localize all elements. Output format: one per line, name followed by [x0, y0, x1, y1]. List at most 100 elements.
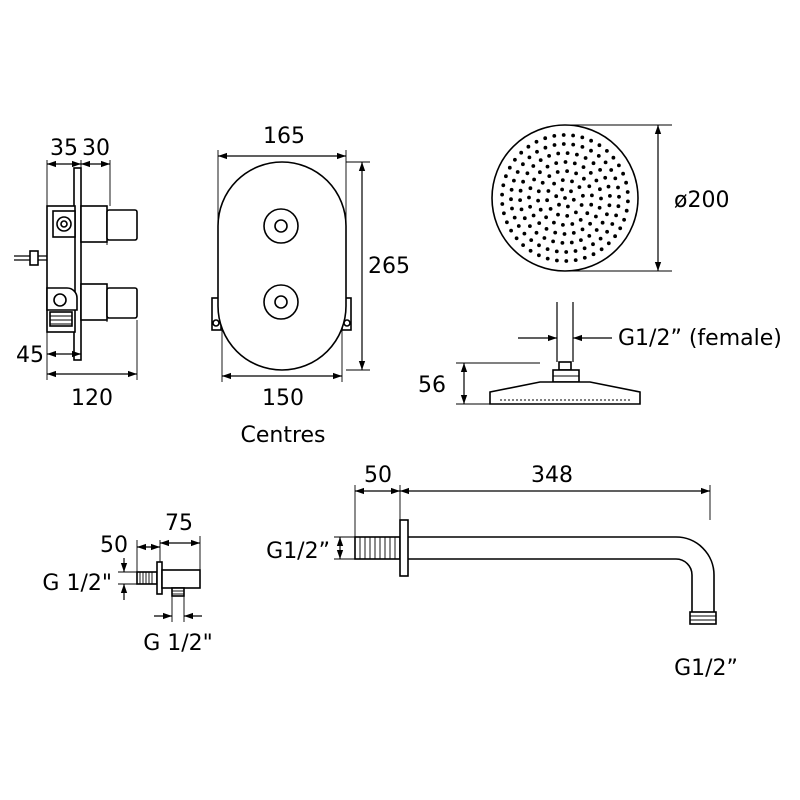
nozzle-dot [587, 234, 592, 238]
nozzle-dot [598, 236, 603, 241]
nozzle-dot [538, 207, 543, 212]
nozzle-dot [600, 220, 605, 225]
nozzle-dot [512, 178, 516, 183]
nozzle-dot [500, 202, 505, 206]
nozzle-dot [581, 193, 585, 198]
nozzle-dot [552, 181, 556, 186]
nozzle-dot [555, 170, 560, 174]
nozzle-dot [519, 207, 524, 212]
shower-head-plan-view: ø200 [491, 124, 729, 272]
nozzle-dot [605, 149, 609, 153]
nozzle-dot [580, 135, 585, 140]
nozzle-dot [536, 189, 541, 194]
nozzle-dot [515, 170, 520, 174]
nozzle-dot [509, 228, 513, 233]
nozzle-dot [563, 196, 567, 200]
shower-arm-inlet-thread-label: G1/2” [266, 539, 330, 564]
nozzle-dot [544, 227, 549, 231]
nozzle-dot [579, 238, 583, 243]
nozzle-dot [613, 234, 617, 239]
nozzle-dot [521, 162, 525, 167]
nozzle-dot [589, 148, 593, 153]
nozzle-dot [588, 171, 593, 175]
nozzle-dot [554, 249, 559, 254]
nozzle-dot [611, 155, 616, 160]
nozzle-dot [531, 164, 536, 168]
nozzle-dot [538, 170, 542, 175]
nozzle-dot [624, 180, 628, 185]
nozzle-dot [521, 179, 525, 184]
nozzle-dot [581, 165, 586, 170]
nozzle-dot [591, 252, 596, 257]
nozzle-dot [605, 212, 609, 217]
nozzle-dot [552, 220, 556, 225]
nozzle-dot [571, 142, 576, 147]
nozzle-dot [502, 211, 506, 216]
shower-head-thread-label: G1/2” (female) [618, 326, 782, 351]
wall-outlet-width-75-label: 75 [165, 511, 193, 536]
nozzle-dot [574, 171, 578, 176]
nozzle-dot [582, 246, 587, 251]
wall-outlet-inlet-thread-label: G 1/2" [42, 571, 112, 596]
nozzle-dot [597, 205, 602, 210]
shower-arm-length-348-label: 348 [531, 463, 573, 488]
nozzle-dot [556, 212, 560, 217]
nozzle-dot [552, 134, 557, 138]
nozzle-dot [509, 197, 513, 202]
nozzle-dot [617, 163, 621, 168]
nozzle-dot [532, 177, 536, 182]
nozzle-dot [516, 224, 521, 228]
nozzle-dot [596, 154, 601, 158]
nozzle-dot [528, 186, 533, 191]
shower-arm-outlet-thread-label: G1/2” [674, 656, 738, 681]
nozzle-dot [505, 220, 509, 225]
nozzle-dot [625, 190, 630, 194]
nozzle-dot [571, 231, 576, 235]
nozzle-dot [535, 149, 539, 154]
nozzle-dot [540, 180, 545, 185]
nozzle-dot [518, 188, 523, 193]
nozzle-dot [582, 176, 586, 181]
nozzle-dot [603, 175, 608, 180]
nozzle-dot [613, 176, 618, 181]
nozzle-dot [528, 204, 532, 209]
nozzle-dot [594, 178, 599, 183]
nozzle-dot [614, 213, 618, 218]
nozzle-dot [622, 217, 626, 222]
nozzle-dot [580, 227, 585, 232]
nozzle-dot [617, 194, 621, 199]
nozzle-dot [543, 145, 548, 150]
nozzle-dot [522, 231, 527, 236]
nozzle-dot [590, 193, 594, 198]
nozzle-dot [603, 160, 608, 165]
nozzle-dot [552, 143, 557, 147]
nozzle-dot [570, 179, 574, 184]
nozzle-dot [560, 187, 564, 192]
nozzle-dot [566, 204, 570, 209]
nozzle-dot [616, 204, 621, 209]
nozzle-dot [518, 198, 522, 203]
nozzle-dot [599, 196, 603, 201]
nozzle-dot [618, 226, 623, 231]
nozzle-dot [575, 152, 579, 157]
nozzle-dot [537, 253, 541, 258]
nozzle-dot [587, 184, 592, 189]
nozzle-dot [616, 185, 620, 190]
valve-depth-30-label: 30 [82, 136, 110, 161]
nozzle-dot [580, 145, 585, 149]
nozzle-dot [553, 230, 558, 235]
nozzle-dot [536, 198, 540, 203]
nozzle-dot [545, 198, 549, 203]
nozzle-dot [607, 203, 612, 208]
nozzle-dot [571, 197, 576, 202]
nozzle-dot [577, 185, 582, 190]
wall-outlet-thread-hatch [139, 572, 153, 584]
nozzle-dot [597, 143, 602, 148]
nozzle-dot [621, 171, 625, 176]
nozzle-dot [545, 164, 550, 169]
nozzle-dot [512, 215, 517, 220]
shower-arm-view: 50 348 G1/2” G1/2” [266, 463, 738, 681]
nozzle-dot [514, 236, 519, 241]
faceplate-front-view: 165 265 150 Centres [211, 124, 410, 448]
